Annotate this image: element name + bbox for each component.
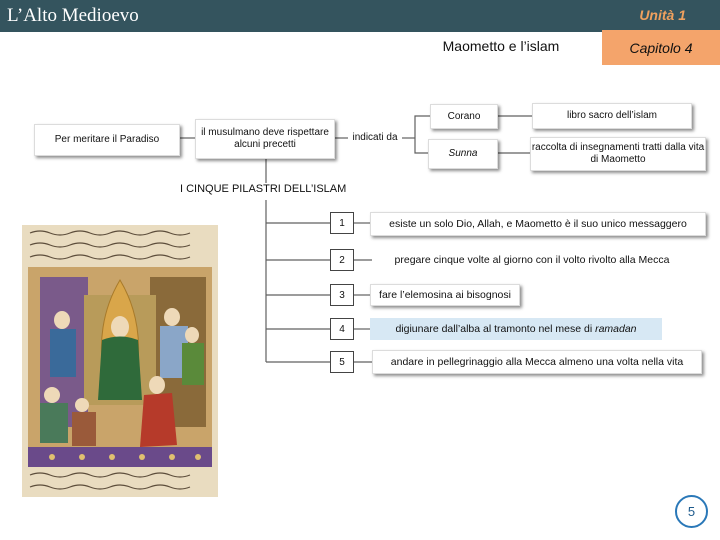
pillar-1-number: 1 — [330, 212, 354, 234]
sunna-desc-box: raccolta di insegnamenti tratti dalla vi… — [530, 137, 706, 171]
pillar-2-number: 2 — [330, 249, 354, 271]
page-number: 5 — [675, 495, 708, 528]
sunna-desc-text: raccolta di insegnamenti tratti dalla vi… — [531, 142, 705, 165]
pillar-4-number: 4 — [330, 318, 354, 340]
corano-box: Corano — [430, 104, 498, 129]
musulmano-text: il musulmano deve rispettare alcuni prec… — [201, 127, 329, 150]
pillar-4-text: digiunare dall’alba al tramonto nel mese… — [370, 318, 662, 340]
indicati-label: indicati da — [352, 132, 398, 143]
ramadan-word: ramadan — [595, 323, 637, 335]
line-branch-sunna — [414, 138, 428, 154]
pillars-title: I CINQUE PILASTRI DELL’ISLAM — [180, 183, 347, 195]
miniature-painting — [22, 225, 218, 497]
corano-desc-text: libro sacro dell’islam — [566, 110, 658, 121]
pillar-5-text: andare in pellegrinaggio alla Mecca alme… — [372, 350, 702, 374]
pillar-3-text: fare l’elemosina ai bisognosi — [370, 284, 520, 306]
pillar-2-text: pregare cinque volte al giorno con il vo… — [394, 254, 670, 266]
sunna-text: Sunna — [448, 148, 478, 159]
header-bar: L’Alto Medioevo Unità 1 — [0, 0, 720, 32]
paradiso-box: Per meritare il Paradiso — [34, 124, 180, 156]
chapter-label: Capitolo 4 — [602, 30, 720, 65]
sunna-box: Sunna — [428, 139, 498, 169]
section-subtitle: Maometto e l’islam — [442, 38, 560, 54]
pillar-1-text: esiste un solo Dio, Allah, e Maometto è … — [370, 212, 706, 236]
musulmano-box: il musulmano deve rispettare alcuni prec… — [195, 119, 335, 159]
pillar-5-number: 5 — [330, 351, 354, 373]
pillar-3-number: 3 — [330, 284, 354, 306]
header-title: L’Alto Medioevo — [7, 5, 139, 26]
paradiso-text: Per meritare il Paradiso — [54, 134, 160, 145]
line-branch-corano — [414, 115, 430, 138]
unit-label: Unità 1 — [639, 7, 686, 23]
corano-text: Corano — [447, 110, 481, 122]
corano-desc-box: libro sacro dell’islam — [532, 103, 692, 129]
